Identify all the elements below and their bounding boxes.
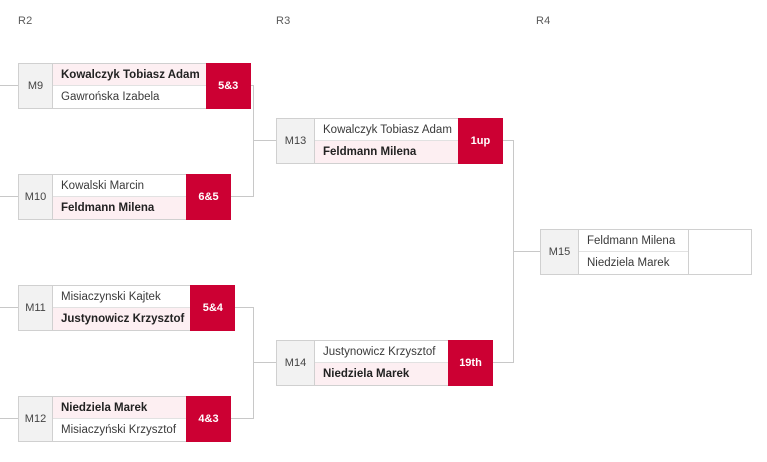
- match-players-m14: Justynowicz Krzysztof Niedziela Marek: [314, 340, 448, 386]
- match-score-m14[interactable]: 19th: [448, 340, 493, 386]
- player-top-m13[interactable]: Kowalczyk Tobiasz Adam: [315, 119, 458, 141]
- connector-in-m14: [253, 362, 276, 363]
- connector-out-m14: [493, 362, 514, 363]
- match-score-m10[interactable]: 6&5: [186, 174, 231, 220]
- match-m9[interactable]: M9 Kowalczyk Tobiasz Adam Gawrońska Izab…: [18, 63, 251, 109]
- match-score-m11[interactable]: 5&4: [190, 285, 236, 331]
- match-m12[interactable]: M12 Niedziela Marek Misiaczyński Krzyszt…: [18, 396, 231, 442]
- player-bottom-m11[interactable]: Justynowicz Krzysztof: [53, 308, 191, 330]
- player-top-m11[interactable]: Misiaczynski Kajtek: [53, 286, 191, 308]
- match-m11[interactable]: M11 Misiaczynski Kajtek Justynowicz Krzy…: [18, 285, 236, 331]
- connector-in-m9: [0, 85, 18, 86]
- connector-out-m11: [231, 307, 253, 308]
- player-bottom-m9[interactable]: Gawrońska Izabela: [53, 86, 206, 108]
- connector-out-m13: [493, 140, 514, 141]
- match-players-m11: Misiaczynski Kajtek Justynowicz Krzyszto…: [52, 285, 191, 331]
- match-code-m9: M9: [18, 63, 52, 109]
- connector-vertical-m14: [253, 307, 254, 419]
- match-m10[interactable]: M10 Kowalski Marcin Feldmann Milena 6&5: [18, 174, 231, 220]
- player-bottom-m10[interactable]: Feldmann Milena: [53, 197, 186, 219]
- match-players-m12: Niedziela Marek Misiaczyński Krzysztof: [52, 396, 186, 442]
- player-top-m15[interactable]: Feldmann Milena: [579, 230, 688, 252]
- player-top-m10[interactable]: Kowalski Marcin: [53, 175, 186, 197]
- round-label-r4: R4: [536, 15, 551, 27]
- match-m14[interactable]: M14 Justynowicz Krzysztof Niedziela Mare…: [276, 340, 493, 386]
- connector-in-m13: [253, 140, 276, 141]
- match-code-m10: M10: [18, 174, 52, 220]
- match-players-m9: Kowalczyk Tobiasz Adam Gawrońska Izabela: [52, 63, 206, 109]
- match-players-m13: Kowalczyk Tobiasz Adam Feldmann Milena: [314, 118, 458, 164]
- player-bottom-m13[interactable]: Feldmann Milena: [315, 141, 458, 163]
- player-bottom-m12[interactable]: Misiaczyński Krzysztof: [53, 419, 186, 441]
- player-bottom-m15[interactable]: Niedziela Marek: [579, 252, 688, 274]
- match-code-m13: M13: [276, 118, 314, 164]
- match-players-m15: Feldmann Milena Niedziela Marek: [578, 229, 688, 275]
- match-m15[interactable]: M15 Feldmann Milena Niedziela Marek: [540, 229, 752, 275]
- match-score-m13[interactable]: 1up: [457, 118, 503, 164]
- connector-in-m12: [0, 418, 18, 419]
- match-code-m15: M15: [540, 229, 578, 275]
- connector-out-m10: [231, 196, 253, 197]
- match-score-m15[interactable]: [688, 229, 752, 275]
- match-score-m9[interactable]: 5&3: [205, 63, 251, 109]
- match-score-m12[interactable]: 4&3: [186, 396, 231, 442]
- round-label-r3: R3: [276, 15, 291, 27]
- match-code-m12: M12: [18, 396, 52, 442]
- connector-out-m12: [231, 418, 253, 419]
- player-top-m14[interactable]: Justynowicz Krzysztof: [315, 341, 448, 363]
- player-top-m12[interactable]: Niedziela Marek: [53, 397, 186, 419]
- connector-in-m15: [513, 251, 540, 252]
- player-bottom-m14[interactable]: Niedziela Marek: [315, 363, 448, 385]
- round-label-r2: R2: [18, 15, 33, 27]
- match-code-m11: M11: [18, 285, 52, 331]
- match-players-m10: Kowalski Marcin Feldmann Milena: [52, 174, 186, 220]
- player-top-m9[interactable]: Kowalczyk Tobiasz Adam: [53, 64, 206, 86]
- connector-in-m11: [0, 307, 18, 308]
- match-code-m14: M14: [276, 340, 314, 386]
- connector-vertical-m13: [253, 85, 254, 197]
- match-m13[interactable]: M13 Kowalczyk Tobiasz Adam Feldmann Mile…: [276, 118, 503, 164]
- connector-in-m10: [0, 196, 18, 197]
